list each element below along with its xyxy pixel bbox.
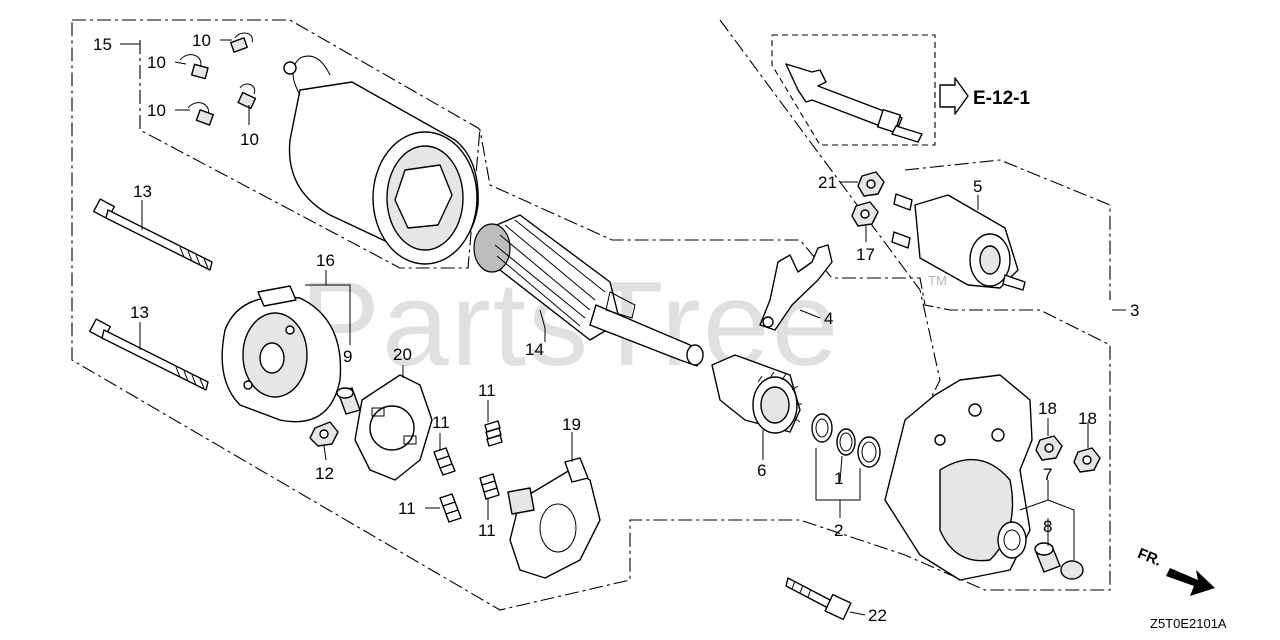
nut-icon-21: [857, 171, 885, 197]
through-bolt-icon-lower: [88, 318, 209, 391]
callout-labels: 15 10 10 10 10 13 13 16 9 12 20 11 11 11…: [93, 31, 1139, 625]
yoke-housing-icon: [283, 55, 479, 265]
assembly-outline-left: [71, 19, 1111, 611]
bushing-icon: [336, 387, 361, 415]
brush-holder-icon: [507, 457, 601, 579]
callout-13a: 13: [133, 182, 152, 201]
reference-label: E-12-1: [973, 88, 1030, 109]
stop-collar-icon: [811, 413, 833, 443]
nut-icon-18b: [1073, 447, 1101, 473]
assembly-outline-brush: [139, 40, 481, 269]
callout-22: 22: [868, 606, 887, 625]
callout-14: 14: [525, 340, 544, 359]
callout-10b: 10: [147, 53, 166, 72]
armature-icon: [473, 214, 704, 367]
callout-11b: 11: [432, 413, 450, 432]
callout-13b: 13: [130, 303, 149, 322]
drawing-code: Z5T0E2101A: [1150, 616, 1227, 631]
dust-cap-icon: [1060, 560, 1084, 580]
callout-11d: 11: [398, 499, 416, 518]
spring-icon-c: [479, 473, 500, 500]
pinion-clutch-icon: [711, 354, 802, 434]
callout-7: 7: [1043, 465, 1052, 484]
callout-3: 3: [1130, 301, 1139, 320]
callout-16: 16: [316, 251, 335, 270]
spring-icon-a: [484, 420, 503, 447]
solenoid-switch-icon: [891, 193, 1026, 291]
callout-9: 9: [343, 347, 352, 366]
watermark-tm: TM: [928, 273, 947, 288]
washer-icon: [857, 436, 881, 468]
front-direction-label: FR.: [1135, 545, 1164, 570]
reference-bolt-icon: [785, 63, 923, 143]
callout-4: 4: [824, 309, 833, 328]
through-bolt-icon-upper: [92, 198, 213, 271]
callout-17: 17: [856, 245, 875, 264]
flange-bolt-icon: [785, 577, 852, 621]
front-bushing-icon: [1034, 542, 1061, 573]
leader-lines: [120, 39, 1126, 616]
nut-icon-17: [851, 201, 879, 227]
callout-18b: 18: [1078, 409, 1097, 428]
front-direction-arrow-icon: [1166, 568, 1215, 596]
callout-6: 6: [757, 461, 766, 480]
brush-icon-a: [230, 32, 253, 53]
callout-20: 20: [393, 345, 412, 364]
shift-lever-icon: [759, 244, 833, 331]
assembly-outline-solenoid: [904, 159, 1111, 300]
callout-11c: 11: [478, 521, 496, 540]
assembly-outline-ref: [719, 19, 941, 401]
callout-10c: 10: [147, 101, 166, 120]
callout-18a: 18: [1038, 399, 1057, 418]
spring-icon-d: [439, 493, 462, 523]
reference-arrow-icon: [939, 77, 969, 115]
callout-19: 19: [562, 415, 581, 434]
nut-icon-18a: [1035, 435, 1063, 461]
brush-icon-c: [187, 102, 214, 126]
callout-10a: 10: [192, 31, 211, 50]
callout-21: 21: [818, 173, 837, 192]
callout-8: 8: [1043, 517, 1052, 536]
nut-icon-12: [309, 421, 339, 447]
callout-5: 5: [973, 177, 982, 196]
drive-housing-icon: [884, 374, 1033, 581]
callout-12: 12: [315, 464, 334, 483]
spring-icon-b: [433, 447, 456, 476]
callout-11a: 11: [478, 381, 496, 400]
callout-2: 2: [834, 521, 843, 540]
reference-box-outline: [771, 34, 936, 146]
rear-cover-icon: [221, 285, 342, 423]
brush-icon-b: [179, 54, 209, 80]
callout-10d: 10: [240, 130, 259, 149]
callout-1: 1: [834, 469, 843, 488]
callout-15: 15: [93, 35, 112, 54]
brush-plate-icon: [354, 374, 433, 481]
snap-ring-icon: [836, 428, 856, 456]
brush-icon-d: [237, 83, 257, 110]
